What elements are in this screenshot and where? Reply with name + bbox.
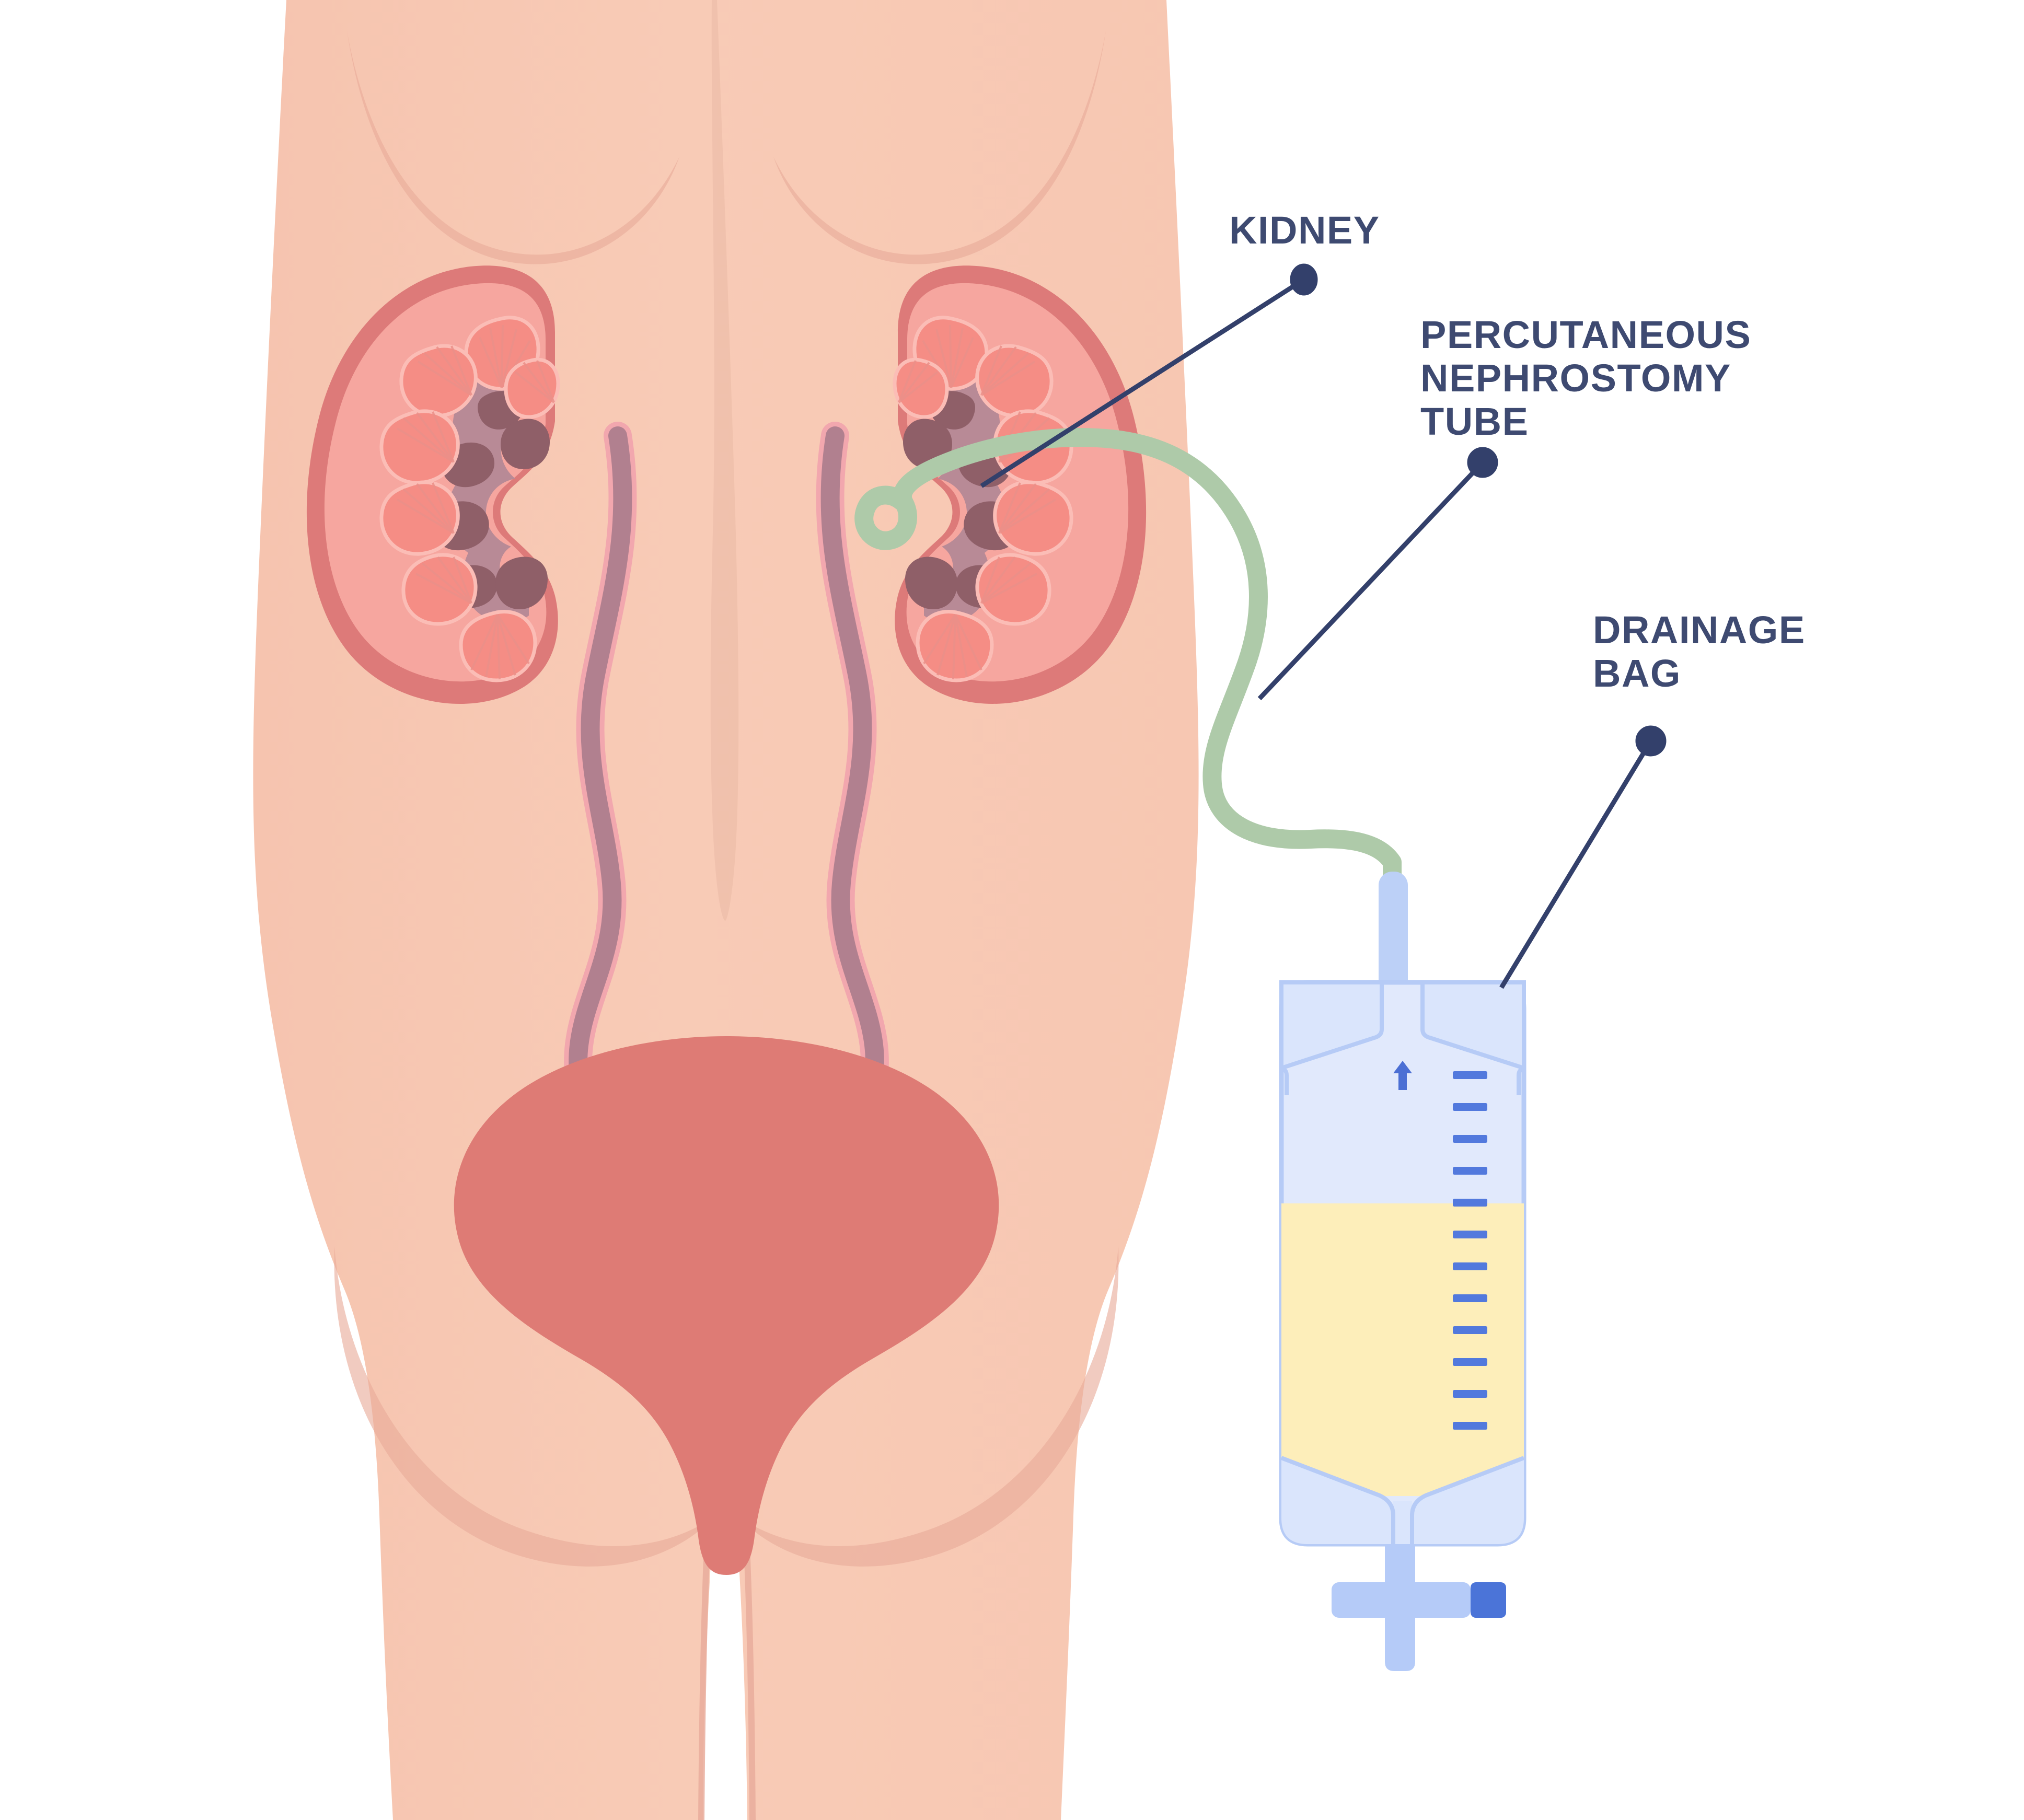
leader-nephrostomy-tube [1257,447,1498,701]
crease-buttock-left [334,1246,716,1567]
drain-valve-tail [1385,1618,1415,1671]
bladder [454,1036,999,1575]
spine-groove [710,0,739,921]
bag-inlet-arrow [1393,1061,1412,1090]
bag-fold-bottom-right [1412,1458,1524,1544]
bag-seam-lines [1281,1067,1524,1095]
label-kidney: KIDNEY [1229,208,1380,252]
bag-graduation-marks [1453,1071,1487,1430]
bladder-shape [454,1036,999,1575]
bag-bottom-seam [1280,1456,1525,1544]
bag-fold-bottom-left [1281,1458,1393,1544]
kidney-right [893,265,1147,704]
nephrostomy-tube [854,428,1402,892]
bag-top-folds [1279,980,1526,1071]
nephrostomy-tube-path [854,428,1402,892]
crease-buttock-right [737,1246,1119,1567]
label-drainage-bag: DRAINAGE BAG [1593,608,1806,695]
bag-fold-bottom-center [1393,1501,1412,1544]
kidney-left-pelvis [447,370,540,623]
kidney-left-pyramids [379,316,560,682]
leader-kidney [980,263,1318,488]
drain-valve-tab [1471,1582,1506,1618]
drainage-bag[interactable] [1275,872,1531,1671]
label-nephrostomy-tube: PERCUTANEOUS NEPHROSTOMY TUBE [1420,313,1752,443]
kidney-left [306,265,560,704]
drain-valve-crossbar [1332,1582,1471,1618]
leader-drainage-bag [1499,725,1667,989]
bag-urine-fill [1281,1203,1524,1496]
leader-lines [980,263,1667,989]
kidney-right-pelvis [912,370,1005,623]
